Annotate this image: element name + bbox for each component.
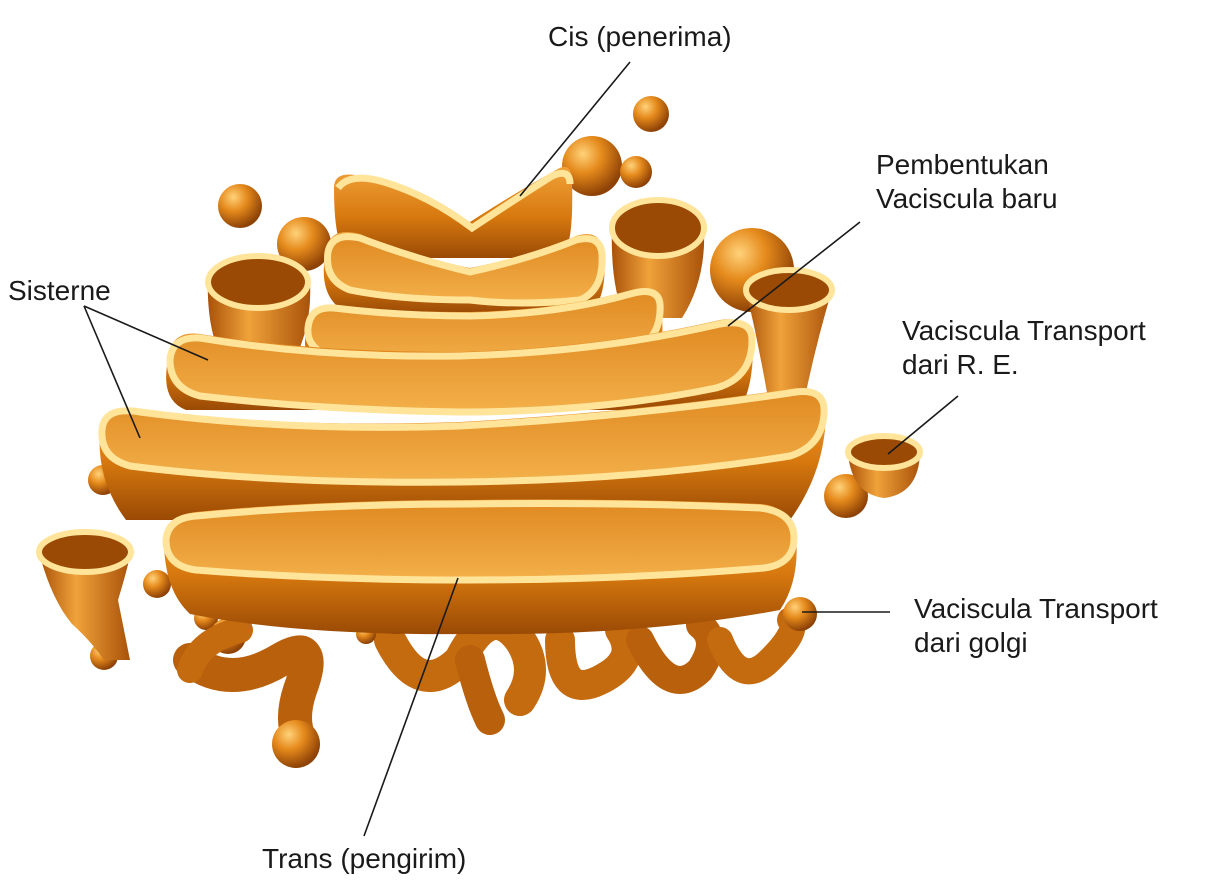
tubule	[626, 611, 724, 694]
label-trans: Trans (pengirim)	[262, 842, 466, 876]
label-transport-golgi-line2: dari golgi	[914, 627, 1028, 658]
tube-rim	[36, 529, 134, 575]
tube-vesicle	[40, 556, 130, 660]
tube-vesicles	[36, 197, 923, 660]
vesicle-ball	[783, 597, 817, 631]
label-pembentukan-line1: Pembentukan	[876, 149, 1049, 180]
label-transport-golgi-line1: Vaciscula Transport	[914, 593, 1158, 624]
cisternae-stack	[98, 166, 828, 635]
tube-rim	[609, 197, 707, 259]
cisterna-cis-top	[335, 169, 574, 233]
cup-rim	[845, 433, 923, 471]
leader-cis	[519, 61, 631, 197]
vesicle-ball	[562, 136, 622, 196]
cisterna-cis	[334, 166, 573, 258]
tubule	[455, 645, 505, 735]
vesicle-ball	[277, 217, 331, 271]
leader-trans	[363, 577, 459, 837]
vesicle-ball	[633, 96, 669, 132]
vesicle-ball	[824, 474, 868, 518]
tubule	[707, 607, 806, 685]
label-sisterne: Sisterne	[8, 274, 111, 308]
vesicle-ball	[218, 184, 262, 228]
tube-rim	[205, 253, 311, 311]
label-cis: Cis (penerima)	[548, 20, 732, 54]
label-cis-text: Cis (penerima)	[548, 21, 732, 52]
label-transport-golgi: Vaciscula Transport dari golgi	[914, 592, 1158, 660]
leader-sisterne-lower	[83, 305, 141, 439]
tubular-network	[173, 607, 806, 757]
vesicle-ball	[272, 720, 320, 768]
leader-pembentukan	[727, 221, 861, 327]
cisterna-4-rim	[166, 319, 756, 416]
label-sisterne-text: Sisterne	[8, 275, 111, 306]
tube-rim	[743, 267, 835, 313]
label-pembentukan-line2: Vaciscula baru	[876, 183, 1058, 214]
cisterna-2-rim	[323, 233, 606, 307]
tubule	[173, 635, 324, 757]
cisterna-trans-rim	[162, 500, 798, 584]
leader-transport-re	[887, 395, 959, 455]
label-pembentukan: Pembentukan Vaciscula baru	[876, 148, 1058, 216]
vesicle-ball	[143, 570, 171, 598]
leader-sisterne-upper	[83, 305, 209, 361]
label-transport-re: Vaciscula Transport dari R. E.	[902, 314, 1146, 382]
tube-vesicle	[746, 290, 832, 412]
tubule	[545, 615, 642, 700]
label-transport-re-line2: dari R. E.	[902, 349, 1019, 380]
vesicle-ball	[620, 156, 652, 188]
cisterna-5-rim	[98, 387, 828, 486]
leader-lines	[83, 61, 959, 837]
tubule	[177, 617, 253, 683]
label-transport-re-line1: Vaciscula Transport	[902, 315, 1146, 346]
label-trans-text: Trans (pengirim)	[262, 843, 467, 874]
